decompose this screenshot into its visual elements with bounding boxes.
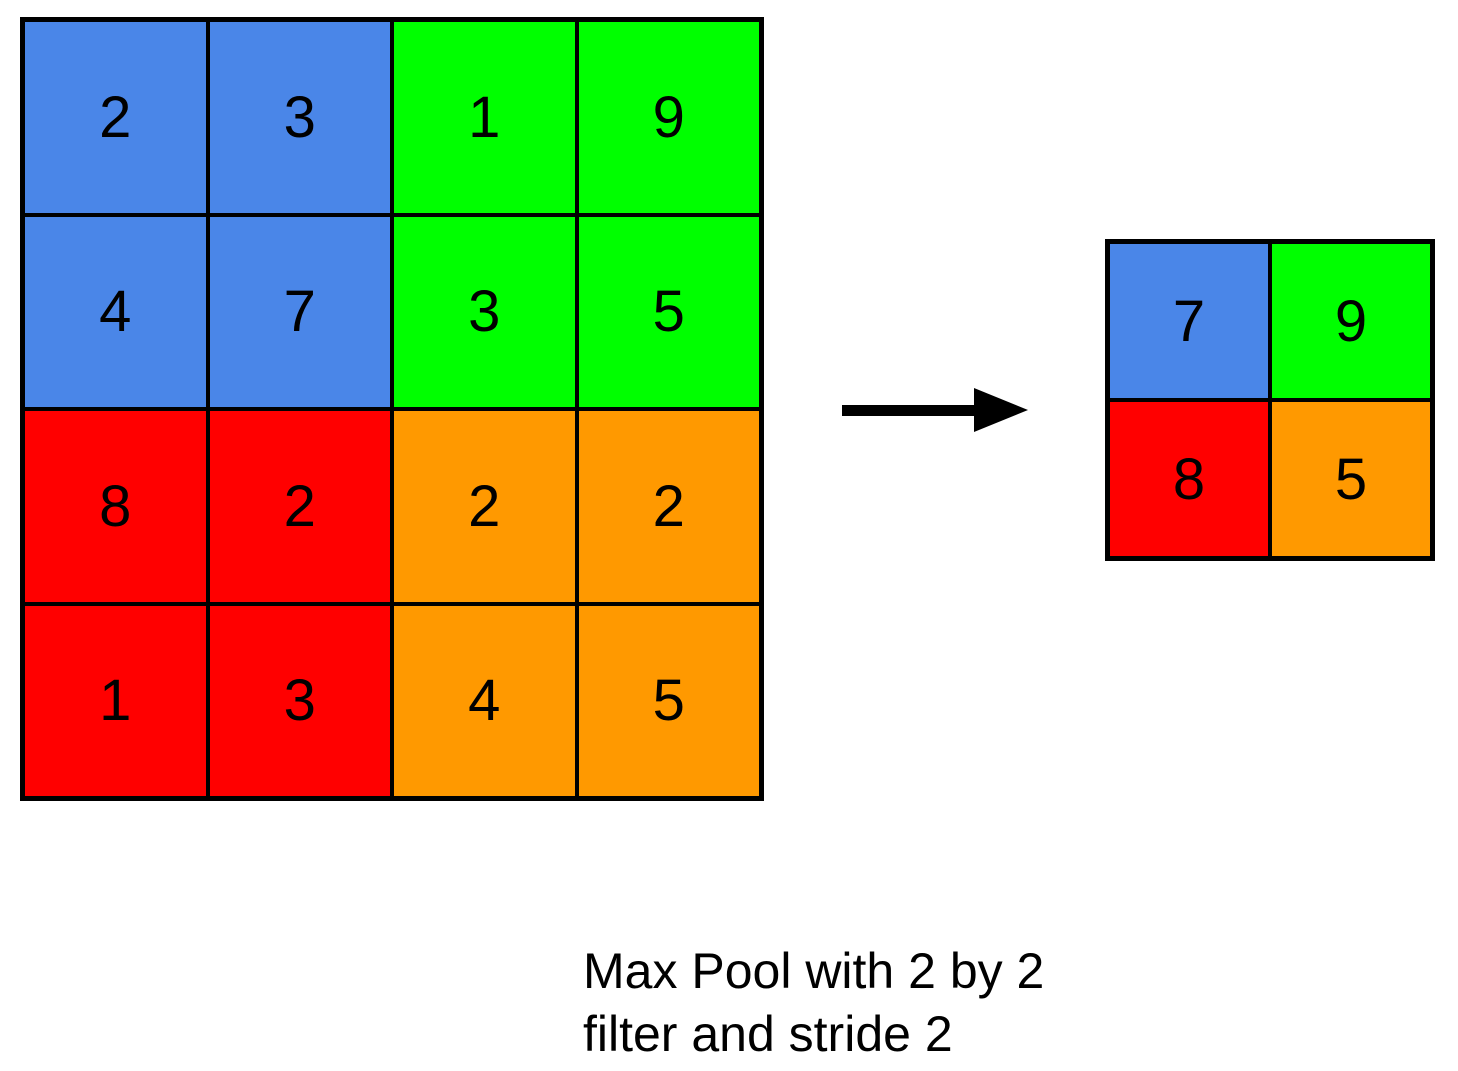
- input-cell-r3c1: 3: [209, 605, 390, 796]
- output-cell-r1c0: 8: [1110, 402, 1268, 556]
- input-cell-r2c1: 2: [209, 411, 390, 602]
- input-cell-r0c1: 3: [209, 22, 390, 213]
- input-cell-r0c0: 2: [25, 22, 206, 213]
- output-cell-r1c1: 5: [1272, 402, 1430, 556]
- input-cell-r1c2: 3: [394, 216, 575, 407]
- input-cell-r2c2: 2: [394, 411, 575, 602]
- output-cell-r0c0: 7: [1110, 244, 1268, 398]
- input-cell-r0c2: 1: [394, 22, 575, 213]
- input-cell-r2c0: 8: [25, 411, 206, 602]
- input-cell-r1c1: 7: [209, 216, 390, 407]
- caption-line-2: filter and stride 2: [583, 1006, 953, 1062]
- input-cell-r3c2: 4: [394, 605, 575, 796]
- input-cell-r1c0: 4: [25, 216, 206, 407]
- input-cell-r0c3: 9: [578, 22, 759, 213]
- output-matrix: 7 9 8 5: [1105, 239, 1435, 561]
- input-cell-r1c3: 5: [578, 216, 759, 407]
- caption-line-1: Max Pool with 2 by 2: [583, 943, 1045, 999]
- caption: Max Pool with 2 by 2 filter and stride 2: [583, 940, 1044, 1066]
- input-cell-r3c3: 5: [578, 605, 759, 796]
- input-matrix: 2 3 1 9 4 7 3 5 8 2 2 2 1 3 4 5: [20, 17, 764, 801]
- output-cell-r0c1: 9: [1272, 244, 1430, 398]
- input-cell-r3c0: 1: [25, 605, 206, 796]
- input-cell-r2c3: 2: [578, 411, 759, 602]
- arrow-right-icon: [842, 388, 1028, 432]
